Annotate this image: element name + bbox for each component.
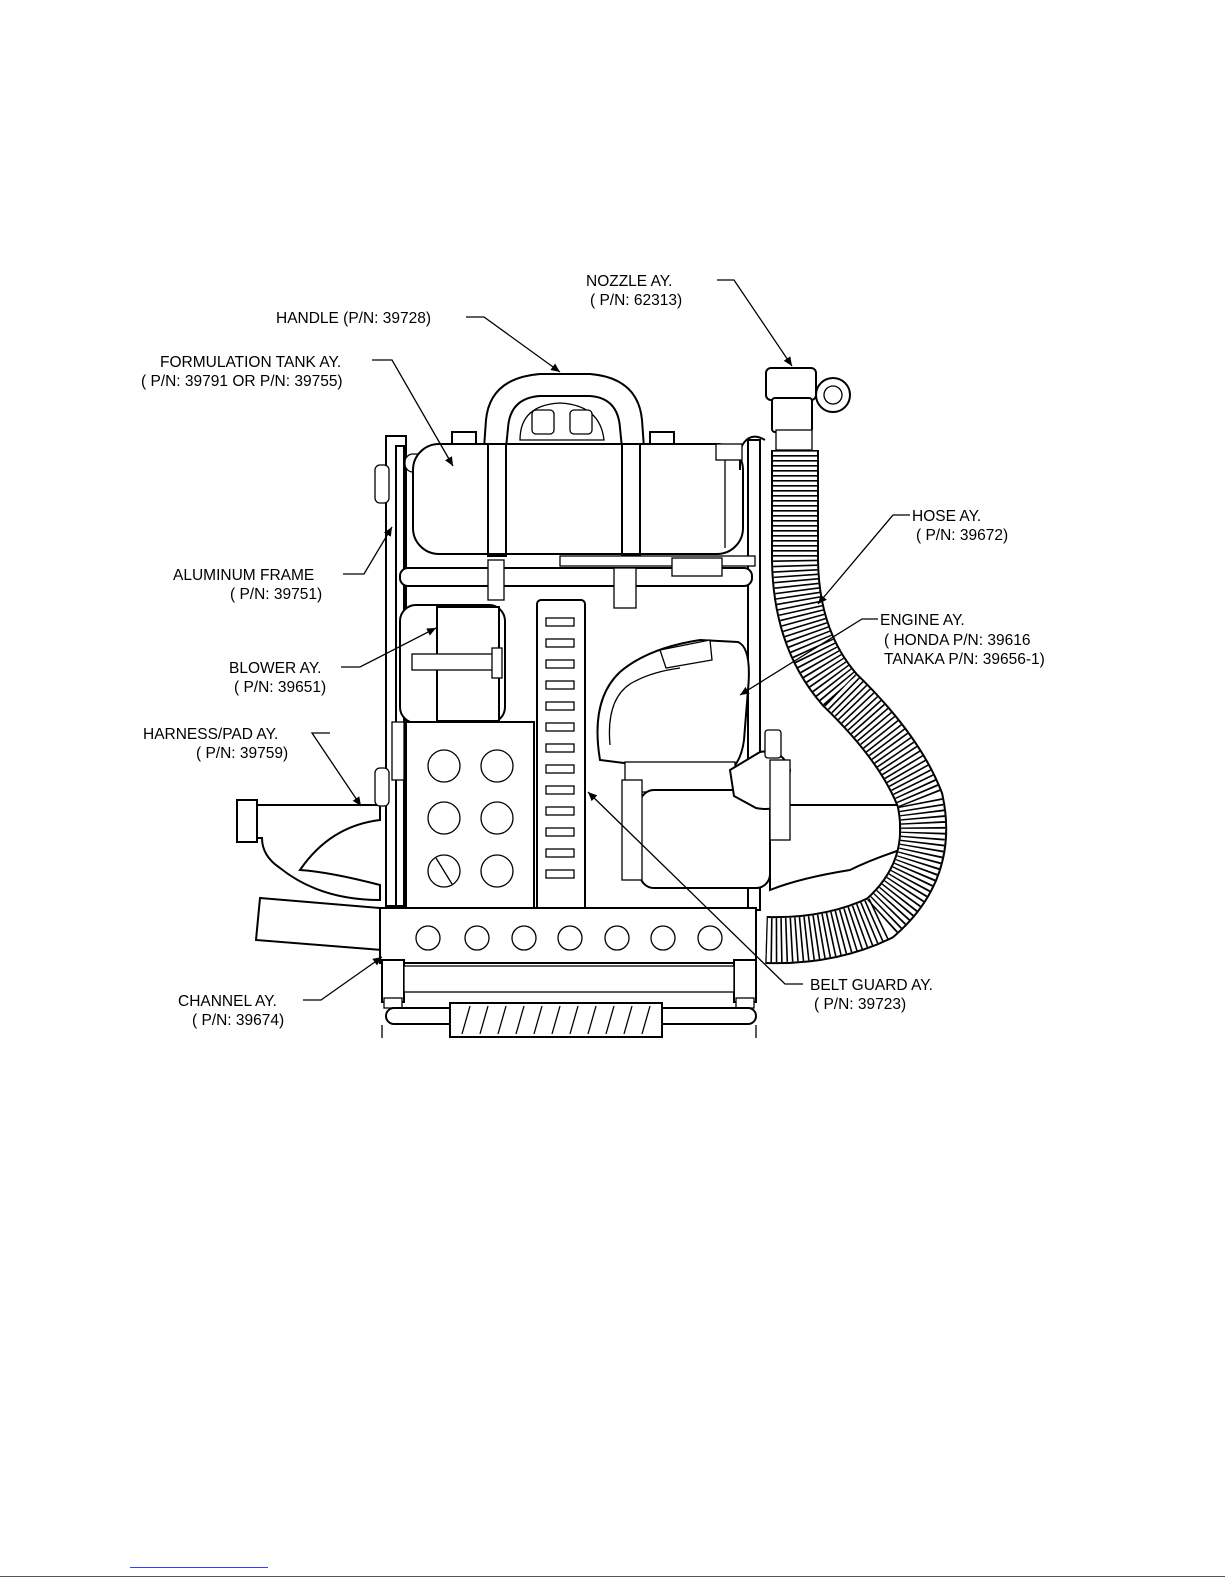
hose bbox=[765, 450, 948, 965]
tank-part-number: ( P/N: 39791 OR P/N: 39755) bbox=[141, 373, 343, 390]
linkage-rod bbox=[487, 555, 756, 609]
blower-part-number: ( P/N: 39651) bbox=[234, 679, 326, 696]
frame-label: ALUMINUM FRAME bbox=[173, 567, 314, 584]
engine bbox=[596, 638, 792, 889]
channel-label: CHANNEL AY. bbox=[178, 993, 277, 1010]
harness-label: HARNESS/PAD AY. bbox=[143, 726, 278, 743]
hose-part-number: ( P/N: 39672) bbox=[916, 527, 1008, 544]
tank-label: FORMULATION TANK AY. bbox=[160, 354, 341, 371]
belt-guard-part-number: ( P/N: 39723) bbox=[814, 996, 906, 1013]
footer-link-underline[interactable] bbox=[130, 1567, 268, 1568]
nozzle bbox=[715, 367, 851, 470]
belt-guard-label: BELT GUARD AY. bbox=[810, 977, 933, 994]
nozzle-part-number: ( P/N: 62313) bbox=[590, 292, 682, 309]
belt-guard bbox=[536, 599, 586, 913]
harness-part-number: ( P/N: 39759) bbox=[196, 745, 288, 762]
handle bbox=[482, 373, 646, 449]
machine-drawing bbox=[236, 367, 948, 1038]
frame-part-number: ( P/N: 39751) bbox=[230, 586, 322, 603]
engine-honda-part-number: ( HONDA P/N: 39616 bbox=[884, 632, 1030, 649]
nozzle-label: NOZZLE AY. bbox=[586, 273, 672, 290]
harness-pad bbox=[236, 799, 901, 952]
blower-label: BLOWER AY. bbox=[229, 660, 321, 677]
page-bottom-rule bbox=[0, 1576, 1225, 1577]
engine-tanaka-part-number: TANAKA P/N: 39656-1) bbox=[884, 651, 1045, 668]
callout-labels: NOZZLE AY. ( P/N: 62313) HANDLE (P/N: 39… bbox=[141, 273, 1045, 1029]
callout-leaders bbox=[303, 279, 910, 1001]
hose-label: HOSE AY. bbox=[912, 508, 981, 525]
formulation-tank bbox=[412, 431, 744, 557]
channel-part-number: ( P/N: 39674) bbox=[192, 1012, 284, 1029]
bottom-grip bbox=[385, 1002, 757, 1038]
handle-label: HANDLE (P/N: 39728) bbox=[276, 310, 431, 327]
engine-label: ENGINE AY. bbox=[880, 612, 965, 629]
rear-panel bbox=[405, 721, 535, 911]
